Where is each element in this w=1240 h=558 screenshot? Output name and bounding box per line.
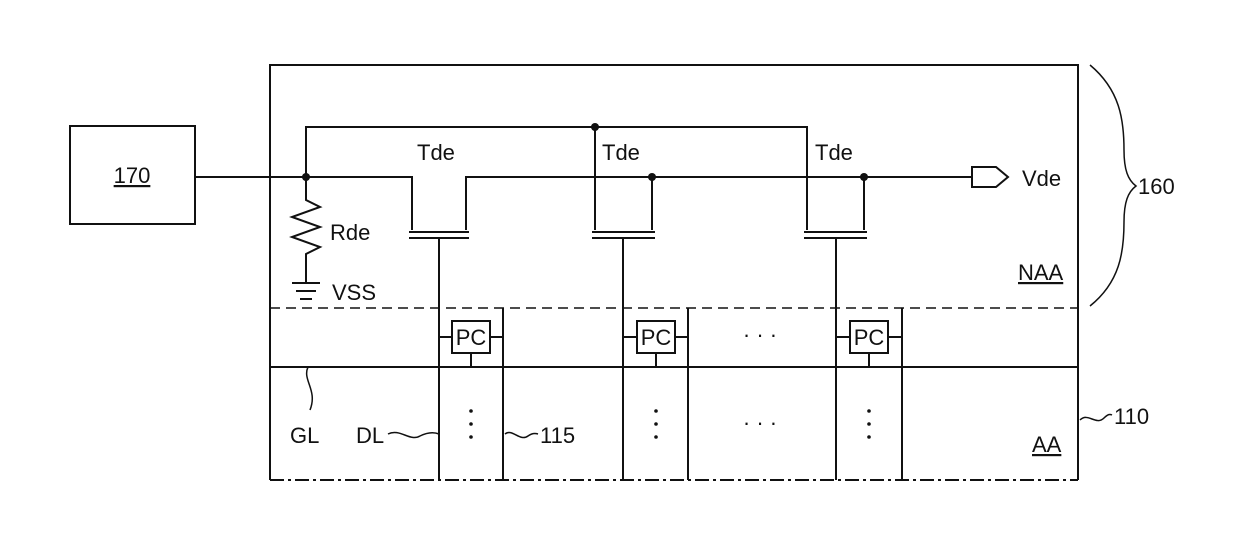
ref-160-label: 160 [1138, 174, 1175, 199]
ellipsis-horizontal: · · · [743, 410, 777, 435]
rde-label: Rde [330, 220, 370, 245]
pixel-circuit-label: PC [456, 325, 487, 350]
aa-label: AA [1032, 432, 1062, 457]
tde-label-3: Tde [815, 140, 853, 165]
top-bus-line [306, 127, 807, 177]
pixel-circuit-label: PC [641, 325, 672, 350]
tde-label-2: Tde [602, 140, 640, 165]
ref-115-label: 115 [540, 423, 575, 448]
gl-leader [307, 367, 313, 410]
brace-160 [1090, 65, 1136, 306]
dl-leader [388, 432, 439, 437]
block-170-label: 170 [114, 163, 151, 188]
ref-115-leader [505, 432, 538, 437]
dl-label: DL [356, 423, 384, 448]
junction-dot [591, 123, 599, 131]
tde-label-1: Tde [417, 140, 455, 165]
vde-label: Vde [1022, 166, 1061, 191]
ref-110-label: 110 [1114, 404, 1149, 429]
naa-label: NAA [1018, 260, 1064, 285]
ref-110-leader [1080, 414, 1112, 420]
vde-output-terminal [972, 167, 1008, 187]
resistor-rde [292, 177, 320, 282]
gl-label: GL [290, 423, 319, 448]
ellipsis-horizontal: · · · [743, 322, 777, 347]
transistor-tde-1 [466, 177, 652, 230]
vss-label: VSS [332, 280, 376, 305]
pixel-circuit-label: PC [854, 325, 885, 350]
